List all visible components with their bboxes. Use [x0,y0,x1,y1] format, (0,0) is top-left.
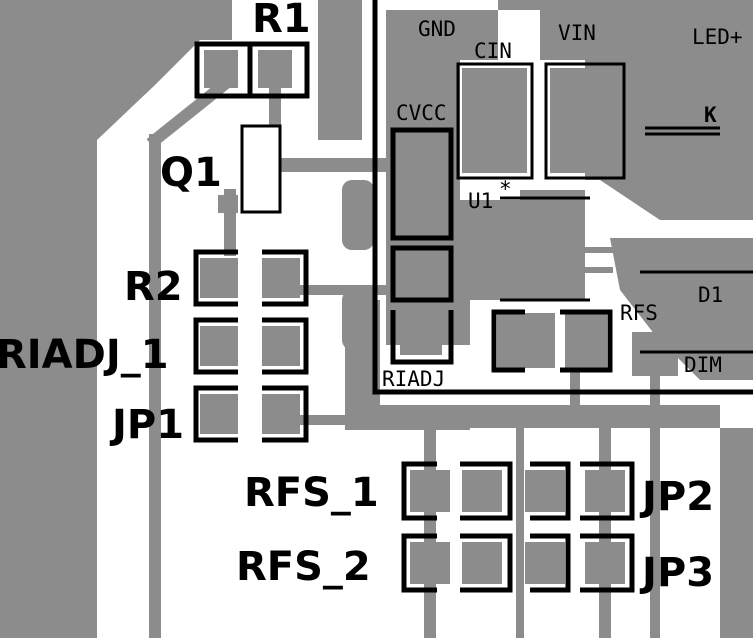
copper-pour-left [0,0,232,638]
pad-r1-2 [258,50,292,88]
label-jp2: JP2 [639,474,714,520]
silkscreen [193,0,753,593]
label-jp3: JP3 [639,550,714,596]
pad-q1-1 [218,195,238,213]
pad-vin [550,68,620,173]
pad-jp2-3 [525,470,565,512]
riadj-upper-outline [390,245,454,303]
pad-jp3-2 [462,542,502,584]
pad-jp2-2 [462,470,502,512]
label-rfs-1: RFS_1 [244,470,379,516]
q1-body [240,124,282,214]
pad-cvcc-1 [400,138,442,178]
pad-r1-1 [204,50,238,88]
pad-jp3-4 [585,542,625,584]
pad-riadj-1 [400,255,442,295]
label-riadj: RIADJ [382,367,445,391]
pad-jp1-1 [200,394,238,434]
u1-low-outline-1 [491,309,525,373]
u1-low-outline-2 [560,309,613,373]
vin-outline [544,62,626,180]
trace-left-diagonal [146,71,239,149]
pad-rail-2 [342,290,374,350]
label-pin1-marker: * [499,177,512,201]
label-riadj-1: RIADJ_1 [0,332,169,378]
r2-outline [193,249,309,307]
copper-pour-right-bottom [720,428,753,638]
label-cin: CIN [474,39,512,63]
riadj-lower-outline [390,310,454,365]
label-gnd: GND [418,17,456,41]
label-cvcc: CVCC [396,101,447,125]
pad-jp2-1 [410,470,450,512]
cvcc-outline [390,127,454,241]
jp2-outline [401,461,635,521]
pad-cin [462,68,527,173]
label-r1: R1 [252,0,311,42]
label-led-plus: LED+ [692,25,743,49]
pad-jp2-4 [585,470,625,512]
label-vin: VIN [558,21,596,45]
pads [200,50,678,584]
label-u1: U1 [468,189,493,213]
board-outline [372,0,753,395]
label-rfs-2: RFS_2 [236,544,371,590]
pad-riadj1-2 [262,326,300,366]
label-d1: D1 [698,283,723,307]
pad-jp3-1 [410,542,450,584]
labels: R1 Q1 R2 RIADJ_1 JP1 RFS_1 RFS_2 JP2 JP3… [0,0,743,596]
pad-cvcc-2 [400,192,442,232]
cin-outline [456,62,534,180]
pad-u1-low-1 [497,313,555,368]
jp1-outline [193,385,309,443]
pad-u1-low-2 [565,313,607,368]
pad-rfs [632,332,678,376]
label-dim: DIM [684,353,722,377]
copper-pour-top-center [318,0,362,140]
label-k: K [704,103,717,127]
label-jp1: JP1 [109,402,184,448]
copper-u1-pad [520,190,585,300]
pad-r2-2 [262,258,300,298]
pad-riadj1-1 [200,326,238,366]
label-rfs: RFS [620,301,658,325]
pad-jp3-3 [525,542,565,584]
label-q1: Q1 [160,150,222,196]
pad-jp1-2 [262,394,300,434]
pad-r2-1 [200,258,238,298]
riadj1-outline [193,317,309,375]
copper-rail-bottom [470,405,720,428]
jp3-outline [401,533,635,593]
label-r2: R2 [124,264,183,310]
pad-rail-1 [342,180,374,250]
pad-riadj-2 [400,315,442,355]
